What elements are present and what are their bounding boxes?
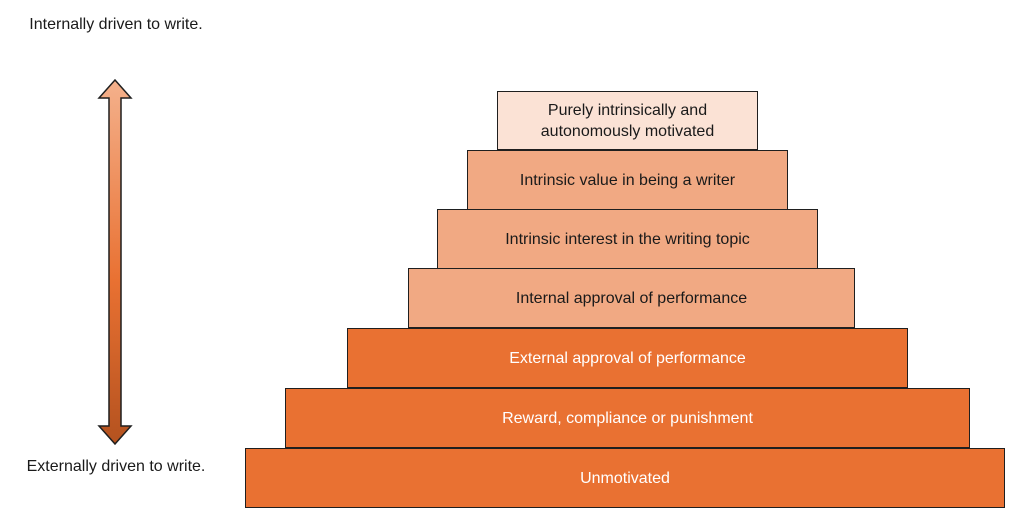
tier-external-approval: External approval of performance [347, 328, 908, 388]
axis-bottom-label: Externally driven to write. [26, 458, 206, 475]
tier-label: Purely intrinsically and autonomously mo… [540, 101, 715, 140]
tier-label: Unmotivated [580, 469, 670, 487]
tier-unmotivated: Unmotivated [245, 448, 1005, 508]
tier-purely-intrinsic: Purely intrinsically and autonomously mo… [497, 91, 758, 150]
double-headed-arrow-icon [97, 78, 133, 446]
tier-intrinsic-value: Intrinsic value in being a writer [467, 150, 788, 210]
tier-label: Reward, compliance or punishment [502, 409, 753, 427]
tier-label: Internal approval of performance [515, 289, 748, 307]
tier-internal-approval: Internal approval of performance [408, 268, 855, 328]
tier-intrinsic-interest: Intrinsic interest in the writing topic [437, 209, 818, 269]
tier-label: External approval of performance [509, 349, 746, 367]
axis-top-label: Internally driven to write. [29, 16, 203, 33]
tier-label: Intrinsic interest in the writing topic [505, 230, 750, 248]
tier-label: Intrinsic value in being a writer [519, 171, 736, 189]
tier-reward-compliance: Reward, compliance or punishment [285, 388, 970, 448]
